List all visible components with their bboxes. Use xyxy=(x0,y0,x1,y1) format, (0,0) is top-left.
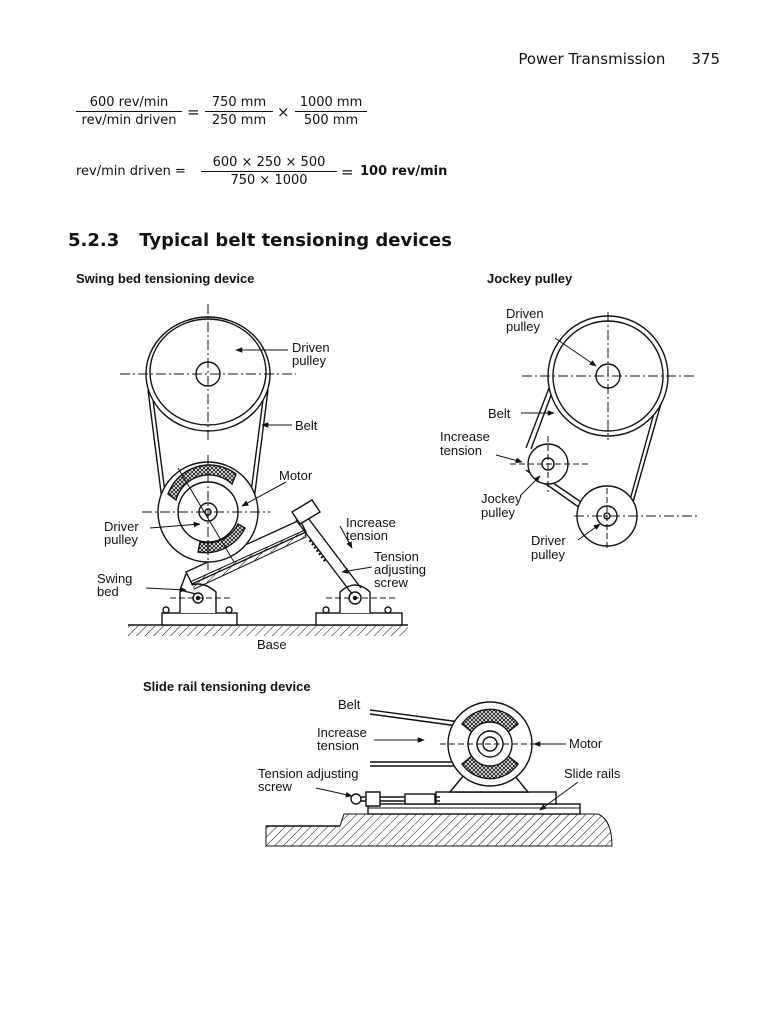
jockey-labels: Driven pulley Belt Increase tension Jock… xyxy=(440,306,566,562)
section-title: Typical belt tensioning devices xyxy=(139,230,452,251)
label-swing-line1: Swing xyxy=(97,571,132,586)
slide-rail-belt xyxy=(369,709,461,767)
label-belt: Belt xyxy=(295,418,318,433)
label-jockey-driver-line2: pulley xyxy=(531,547,565,562)
swing-bed-caption: Swing bed tensioning device xyxy=(76,271,255,286)
label-jockey-increase-line1: Increase xyxy=(440,429,490,444)
swing-bed-plate xyxy=(179,499,362,595)
eq1-ratio2-numerator: 1000 mm xyxy=(295,95,367,112)
eq2-equals: = xyxy=(341,163,354,181)
eq2-fraction: 600 × 250 × 500 750 × 1000 xyxy=(201,155,337,188)
eq2-numerator: 600 × 250 × 500 xyxy=(201,155,337,172)
label-driven-pulley-line2: pulley xyxy=(292,353,326,368)
label-tension-line2: adjusting xyxy=(374,562,426,577)
eq1-ratio2-fraction: 1000 mm 500 mm xyxy=(295,95,367,128)
swing-bed-pivots xyxy=(170,583,396,613)
section-number: 5.2.3 xyxy=(68,230,120,251)
label-jockey-belt: Belt xyxy=(488,406,511,421)
slide-rail-motor xyxy=(440,701,540,787)
swing-bed-diagram xyxy=(120,304,408,636)
eq1-lhs-denominator: rev/min driven xyxy=(81,113,177,128)
label-increase-line2: tension xyxy=(346,528,388,543)
swing-bed-belt xyxy=(147,389,269,501)
section-heading: 5.2.3 Typical belt tensioning devices xyxy=(68,230,452,251)
eq1-ratio1-numerator: 750 mm xyxy=(205,95,273,112)
swing-bed-leaders xyxy=(145,347,373,593)
jockey-diagram xyxy=(495,312,698,548)
jockey-caption: Jockey pulley xyxy=(487,271,573,286)
eq1-ratio1-fraction: 750 mm 250 mm xyxy=(205,95,273,128)
label-motor: Motor xyxy=(279,468,313,483)
label-slide-increase-line2: tension xyxy=(317,738,359,753)
page-header: Power Transmission 375 xyxy=(480,50,720,68)
label-jockey-driven-line2: pulley xyxy=(506,319,540,334)
eq2-lhs: rev/min driven = xyxy=(76,164,186,179)
eq1-lhs-fraction: 600 rev/min rev/min driven xyxy=(76,95,182,128)
label-increase-line1: Increase xyxy=(346,515,396,530)
slide-rail-caption: Slide rail tensioning device xyxy=(143,679,311,694)
label-slide-screw-line1: Tension adjusting xyxy=(258,766,358,781)
label-base: Base xyxy=(257,637,287,652)
label-driver-pulley-line2: pulley xyxy=(104,532,138,547)
label-slide-motor: Motor xyxy=(569,736,603,751)
label-tension-line3: screw xyxy=(374,575,409,590)
swing-bed-base xyxy=(128,606,408,636)
eq1-lhs-numerator: 600 rev/min xyxy=(76,95,182,112)
slide-rail-ground xyxy=(265,813,613,847)
slide-rail-labels: Belt Increase tension Motor Tension adju… xyxy=(258,697,621,794)
label-jockey-driven-line1: Driven xyxy=(506,306,544,321)
swing-bed-driven-pulley xyxy=(120,304,296,440)
swing-bed-motor xyxy=(142,455,270,570)
label-slide-increase-line1: Increase xyxy=(317,725,367,740)
eq2-result: 100 rev/min xyxy=(360,164,448,179)
eq1-times: × xyxy=(277,103,290,121)
label-driver-pulley-line1: Driver xyxy=(104,519,139,534)
eq2-denominator: 750 × 1000 xyxy=(230,173,308,188)
label-slide-belt: Belt xyxy=(338,697,361,712)
eq1-ratio1-denominator: 250 mm xyxy=(211,113,267,128)
slide-rail-diagram xyxy=(265,701,613,847)
running-title: Power Transmission xyxy=(518,50,666,68)
label-swing-line2: bed xyxy=(97,584,119,599)
label-slide-rails: Slide rails xyxy=(564,766,621,781)
slide-rail-leaders xyxy=(315,737,579,811)
label-slide-screw-line2: screw xyxy=(258,779,293,794)
label-jockey-jockey-line1: Jockey xyxy=(481,491,522,506)
page-number: 375 xyxy=(691,50,720,68)
jockey-leaders xyxy=(495,337,601,541)
jockey-driven-pulley xyxy=(522,312,694,440)
jockey-jockey-pulley xyxy=(510,436,590,492)
eq1-ratio2-denominator: 500 mm xyxy=(303,113,359,128)
label-jockey-driver-line1: Driver xyxy=(531,533,566,548)
label-jockey-jockey-line2: pulley xyxy=(481,505,515,520)
eq1-equals: = xyxy=(187,103,200,121)
swing-bed-labels: Driven pulley Belt Motor Driver pulley I… xyxy=(97,340,426,652)
label-driven-pulley-line1: Driven xyxy=(292,340,330,355)
label-jockey-increase-line2: tension xyxy=(440,443,482,458)
label-tension-line1: Tension xyxy=(374,549,419,564)
jockey-driver-pulley xyxy=(574,485,698,548)
